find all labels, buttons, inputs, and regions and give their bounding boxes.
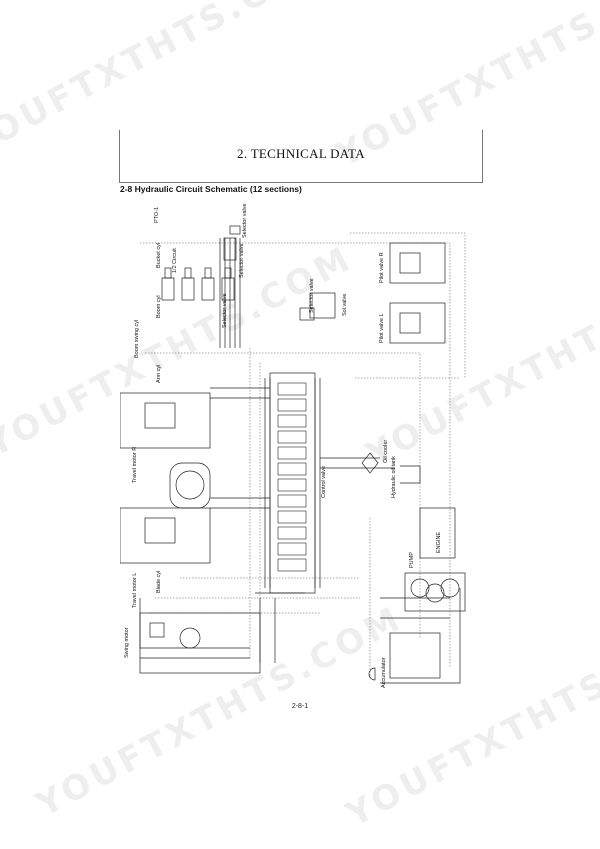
label-selector-valve-1: Selector valve [242, 203, 248, 238]
label-oil-cooler: Oil cooler [383, 440, 389, 463]
label-pilot-valve-r: Pilot valve R [379, 252, 385, 283]
label-half-circuit: 1/2 Circuit [172, 248, 178, 273]
label-pump: PUMP [409, 552, 415, 568]
header-box: 2. TECHNICAL DATA [119, 130, 483, 183]
label-boom-cyl: Boom cyl [156, 295, 162, 318]
label-blade-cyl: Blade cyl [156, 571, 162, 593]
label-engine: ENGINE [436, 532, 442, 553]
label-travel-motor-l: Travel motor L [132, 573, 138, 608]
label-pilot-valve-l: Pilot valve L [379, 313, 385, 343]
label-boom-swing-cyl: Boom swing cyl [134, 320, 140, 358]
label-arm-cyl: Arm cyl [156, 365, 162, 383]
label-swing-motor: Swing motor [124, 627, 130, 658]
hydraulic-schematic: PTO-1 Selector valve Bucket cyl 1/2 Circ… [120, 203, 466, 688]
label-selector-valve-3: Selector valve [222, 293, 228, 328]
page-header-title: 2. TECHNICAL DATA [237, 146, 365, 161]
label-bucket-cyl: Bucket cyl [156, 243, 162, 268]
label-selector-valve-2: Selector valve [239, 243, 245, 278]
label-accumulator: Accumulator [381, 657, 387, 688]
label-control-valve: Control valve [321, 466, 327, 498]
label-sol-valve: Sol.valve [342, 294, 348, 316]
page-number: 2-8-1 [291, 703, 309, 710]
section-title: 2-8 Hydraulic Circuit Schematic (12 sect… [120, 184, 302, 194]
label-pto: PTO-1 [154, 207, 160, 223]
label-hydraulic-oil-tank: Hydraulic oil tank [391, 456, 397, 498]
label-selector-valve-4: Selector valve [309, 278, 315, 313]
label-travel-motor-r: Travel motor R [132, 447, 138, 483]
